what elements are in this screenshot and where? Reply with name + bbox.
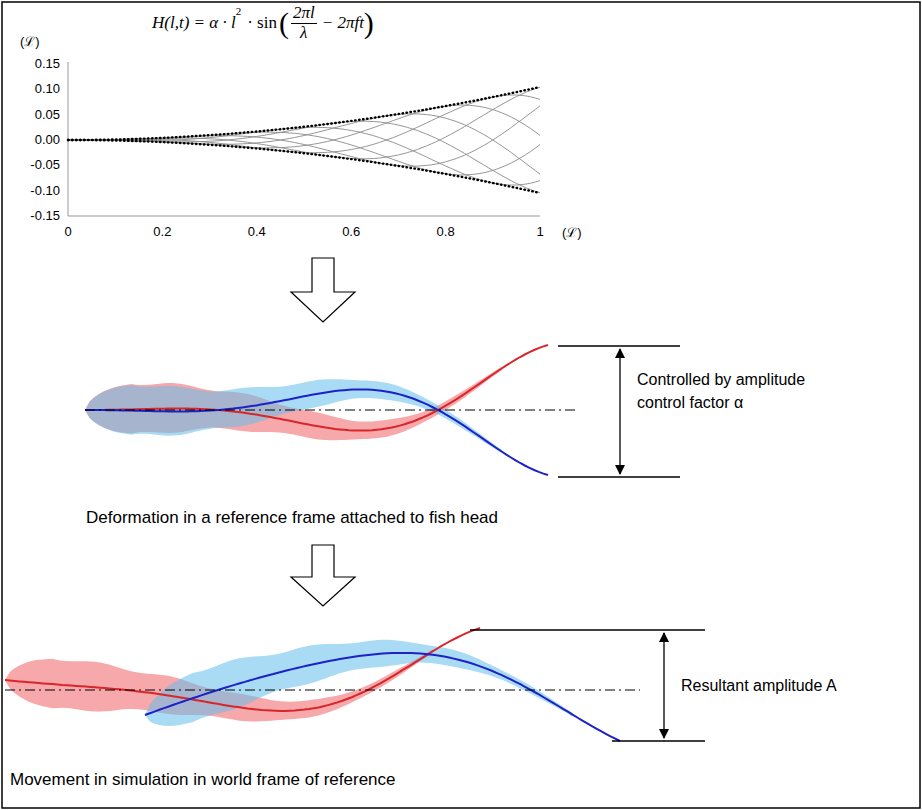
centre-line (5, 690, 640, 691)
wave-curve (68, 87, 540, 159)
tick-label: 0.10 (14, 81, 60, 97)
equation-denominator: λ (298, 24, 309, 43)
annotation: Controlled by amplitude control factor α (637, 368, 842, 414)
equation-fraction: 2πlλ (291, 4, 317, 42)
tick-label: -0.15 (14, 208, 60, 224)
down-arrow (291, 545, 355, 606)
equation-numerator: 2πl (291, 4, 317, 24)
tick-label: 0.8 (426, 224, 466, 240)
axis-unit: (ℒ) (562, 225, 582, 241)
envelope-curve (68, 87, 540, 140)
envelope-curve (68, 140, 540, 193)
tick-label: 1 (520, 224, 560, 240)
centre-line (85, 410, 578, 411)
wave-curve (68, 114, 540, 174)
fish-body (85, 379, 502, 453)
wave-curve (68, 121, 540, 193)
equation-term: − 2πft (322, 13, 364, 33)
amplitude-bracket (558, 346, 680, 477)
fish-midline (145, 653, 620, 741)
amplitude-bracket (470, 630, 705, 741)
tick-label: 0.05 (14, 107, 60, 123)
fish-body (145, 640, 573, 726)
equation-term: · sin (247, 13, 277, 33)
down-arrow (291, 258, 355, 322)
tick-label: -0.05 (14, 157, 60, 173)
wave-plot (68, 62, 540, 216)
tick-label: -0.10 (14, 183, 60, 199)
tick-label: 0.6 (331, 224, 371, 240)
equation-bracket: ) (364, 6, 374, 40)
tick-label: 0.00 (14, 132, 60, 148)
annotation: Resultant amplitude A (681, 676, 837, 695)
equation-exponent: 2 (236, 5, 242, 17)
tick-label: 0.2 (142, 224, 182, 240)
equation-bracket: ( (279, 6, 289, 40)
fish-midline (5, 628, 480, 711)
fish-world-frame (5, 628, 620, 741)
equation: H(l,t) = α · l2· sin(2πlλ− 2πft) (152, 4, 374, 42)
tick-label: 0.4 (237, 224, 277, 240)
fish-midline (85, 389, 548, 475)
fish-midline (85, 345, 548, 431)
tick-label: 0 (48, 224, 88, 240)
equation-term: H(l,t) = α · l (152, 13, 236, 33)
tick-label: 0.15 (14, 56, 60, 72)
panel-caption: Movement in simulation in world frame of… (10, 770, 396, 790)
axis-unit: (ℒ) (20, 34, 40, 50)
panel-caption: Deformation in a reference frame attache… (86, 508, 498, 528)
wave-curve (68, 106, 540, 166)
